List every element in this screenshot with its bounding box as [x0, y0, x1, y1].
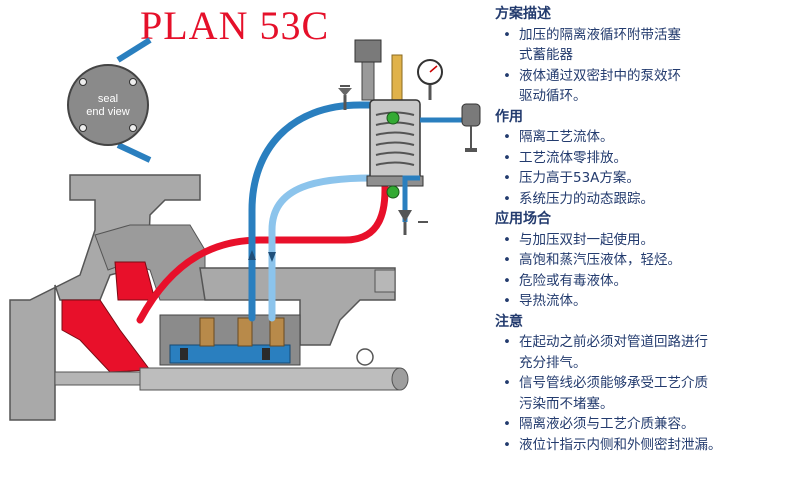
level-switch-icon [386, 111, 400, 199]
list-item: 与加压双封一起使用。 [495, 230, 795, 251]
regulator-icon [461, 103, 481, 152]
section-heading: 注意 [495, 313, 523, 330]
flow-arrow [268, 252, 276, 262]
piston-accumulator [354, 39, 424, 187]
section-list: 隔离工艺流体。工艺流体零排放。压力高于53A方案。系统压力的动态跟踪。 [495, 127, 795, 209]
list-item: 导热流体。 [495, 291, 795, 312]
seal-view-label: seal [98, 93, 118, 105]
list-item: 工艺流体零排放。 [495, 148, 795, 169]
section-list: 与加压双封一起使用。高饱和蒸汽压液体，轻烃。危险或有毒液体。导热流体。 [495, 230, 795, 312]
seal-view-label: end view [86, 106, 129, 118]
seal-plan-diagram: seal end view [9, 37, 481, 421]
double-mechanical-seal [159, 314, 374, 366]
section-heading: 应用场合 [495, 211, 551, 227]
cooling-water-line [402, 117, 468, 222]
list-item: 隔离工艺流体。 [495, 127, 795, 148]
list-item: 系统压力的动态跟踪。 [495, 189, 795, 210]
drain-valve-icon [398, 210, 428, 235]
list-item: 隔离液必须与工艺介质兼容。 [495, 414, 795, 435]
section-heading: 作用 [495, 108, 523, 125]
shaft [139, 367, 409, 391]
seal-end-view-inset: seal end view [67, 37, 152, 163]
plan-title: PLAN 53C [140, 3, 330, 48]
vent-valve-icon [338, 85, 352, 110]
process-pressure-line [136, 171, 389, 324]
flow-arrow [248, 250, 256, 260]
section-list: 加压的隔离液循环附带活塞式蓄能器液体通过双密封中的泵效环驱动循环。 [495, 25, 795, 107]
list-item: 压力高于53A方案。 [495, 168, 795, 189]
section-list: 在起动之前必须对管道回路进行充分排气。信号管线必须能够承受工艺介质污染而不堵塞。… [495, 332, 795, 455]
pressure-gauge-icon [417, 59, 443, 100]
barrier-return-line [268, 174, 376, 322]
section-heading: 方案描述 [495, 6, 551, 22]
list-item: 高饱和蒸汽压液体，轻烃。 [495, 250, 795, 271]
list-item: 危险或有毒液体。 [495, 271, 795, 292]
list-item: 液位计指示内侧和外侧密封泄漏。 [495, 435, 795, 456]
description-panel: 方案描述加压的隔离液循环附带活塞式蓄能器液体通过双密封中的泵效环驱动循环。作用隔… [495, 4, 795, 455]
